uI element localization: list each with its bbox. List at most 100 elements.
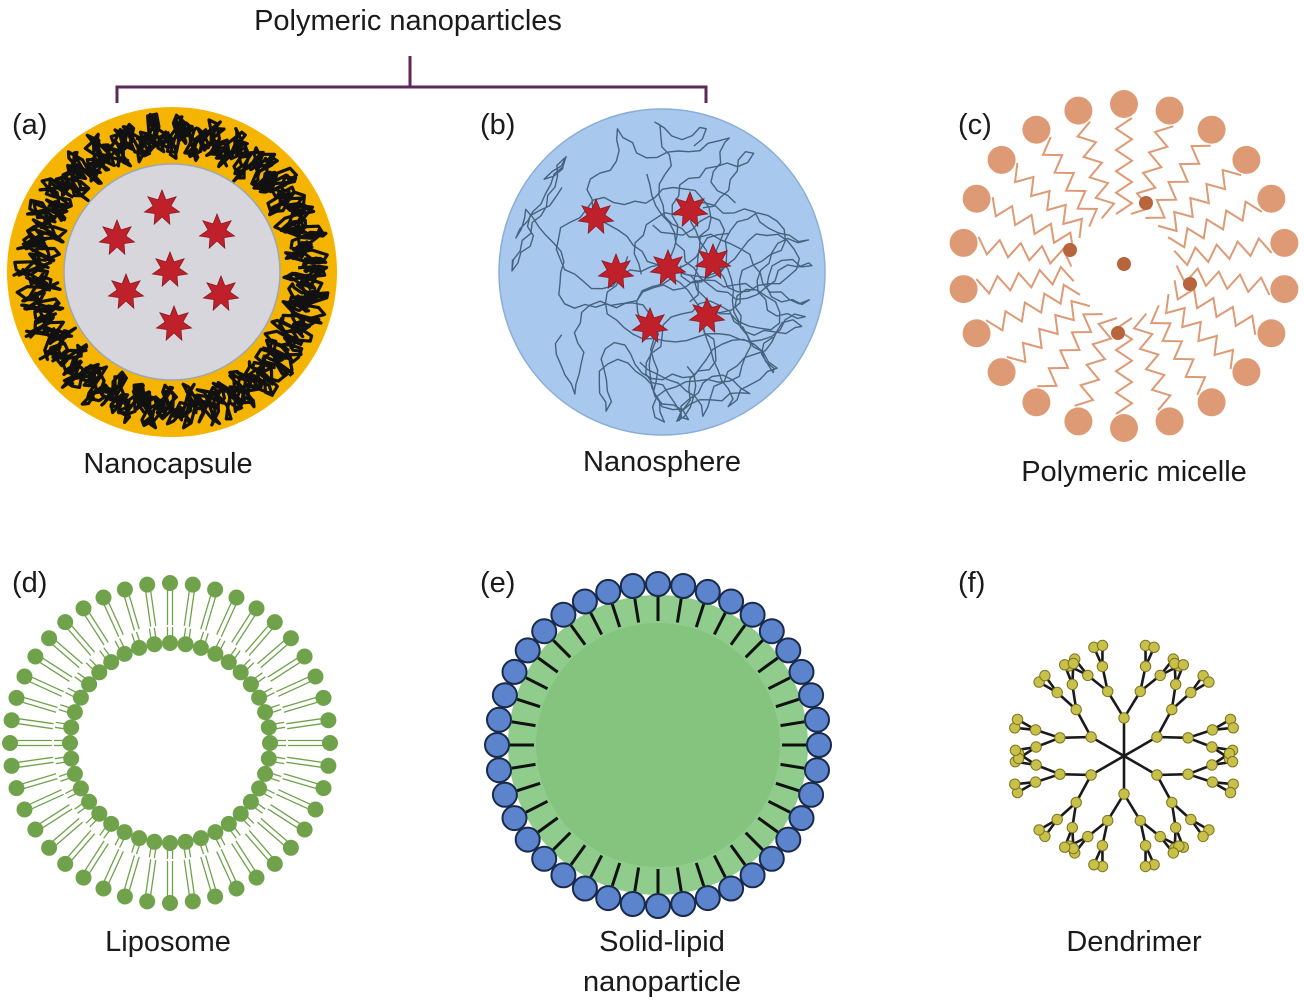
sln-surfactant-head — [670, 573, 697, 599]
lipid-head — [320, 712, 337, 729]
dendrimer-node — [1226, 756, 1239, 768]
sln-surfactant-tail — [675, 598, 683, 623]
panel-letter-c: (c) — [958, 109, 992, 141]
micelle-structure — [949, 90, 1299, 442]
sln-surfactant-head — [486, 757, 512, 784]
sln-surfactant-tail — [694, 862, 706, 887]
micelle-tail — [1175, 265, 1271, 296]
nanosphere-drugs — [577, 190, 732, 344]
panel-solid-lipid-nanoparticle: (e) Solid-lipid nanoparticle — [480, 567, 832, 998]
lipid-head — [75, 869, 92, 886]
sln-surfactant-tail — [537, 656, 559, 674]
sln-surfactant-tail — [552, 639, 572, 659]
dendrimer-node — [1206, 724, 1219, 736]
micelle-tail — [1173, 280, 1257, 335]
lipid-head — [27, 821, 44, 838]
lipid-head — [315, 689, 332, 706]
sln-surfactant-head — [804, 706, 830, 733]
sln-surfactant-tail — [780, 762, 805, 770]
drug-star-icon — [107, 272, 145, 310]
dendrimer-node — [1066, 678, 1079, 691]
dendrimer-node — [1051, 686, 1063, 699]
micelle-drug — [1117, 257, 1131, 271]
lipid-head — [248, 600, 265, 617]
sln-surfactant-tail — [729, 844, 747, 866]
lipid-head — [3, 712, 20, 729]
dendrimer-node — [1151, 731, 1163, 743]
dendrimer-node — [1066, 821, 1079, 834]
panel-caption-f: Dendrimer — [1066, 926, 1202, 958]
sln-surfactant-head — [486, 706, 512, 733]
sln-surfactant-tail — [569, 844, 587, 866]
dendrimer-bond — [1090, 754, 1125, 777]
dendrimer-node — [1177, 659, 1190, 671]
dendrimer-node — [1197, 830, 1209, 843]
dendrimer-structure — [1009, 639, 1239, 873]
sln-surfactant-tail — [712, 854, 727, 878]
sln-surfactant-head — [645, 571, 671, 597]
lipid-head — [184, 893, 201, 910]
dendrimer-node — [1134, 685, 1147, 698]
polymer-chain — [511, 155, 729, 309]
lipid-head — [72, 689, 89, 706]
panel-letter-f: (f) — [958, 567, 985, 599]
dendrimer-node — [1206, 759, 1218, 771]
lipid-head — [220, 654, 237, 671]
sln-surfactant-tail — [516, 781, 541, 793]
sln-surfactant-tail — [552, 831, 572, 851]
micelle-drug — [1111, 326, 1125, 340]
lipid-head — [57, 855, 74, 872]
micelle-drug — [1139, 196, 1153, 210]
dendrimer-node — [1203, 676, 1215, 688]
micelle-head — [949, 275, 978, 304]
dendrimer-node — [1154, 669, 1166, 682]
dendrimer-node — [1139, 860, 1152, 873]
drug-star-icon — [694, 242, 732, 280]
sln-surfactant-head — [531, 845, 558, 872]
sln-surfactant-tail — [744, 639, 764, 659]
lipid-head — [63, 719, 80, 736]
lipid-head — [260, 750, 277, 767]
sln-surfactant-tail — [589, 612, 604, 636]
lipid-head — [257, 704, 274, 721]
dendrimer-node — [1030, 759, 1042, 771]
panel-letter-b: (b) — [480, 109, 515, 141]
polymer-chain — [586, 128, 800, 293]
lipid-head — [75, 600, 92, 617]
micelle-tail — [1149, 305, 1207, 396]
lipid-head — [72, 780, 89, 797]
dendrimer-node — [1148, 641, 1160, 653]
micelle-tail — [991, 197, 1075, 252]
sln-surfactant-head — [491, 682, 518, 709]
lipid-head — [41, 630, 58, 647]
micelle-head — [1155, 407, 1184, 436]
drug-star-icon — [671, 190, 709, 228]
lipid-head — [116, 581, 133, 598]
micelle-head — [1270, 228, 1299, 257]
dendrimer-node — [1118, 788, 1130, 800]
dendrimer-node — [1182, 732, 1194, 744]
panel-caption-e-line1: Solid-lipid — [599, 926, 725, 958]
polymer-chain — [604, 202, 810, 343]
lipid-head — [2, 735, 18, 751]
lipid-head — [242, 676, 259, 693]
dendrimer-node — [1082, 669, 1094, 682]
micelle-head — [1270, 275, 1299, 304]
micelle-tail — [1013, 162, 1084, 239]
micelle-tail — [1114, 117, 1134, 215]
sln-surfactant-tail — [610, 862, 622, 887]
sln-surfactant-head — [739, 601, 766, 628]
sln-surfactant-head — [619, 573, 646, 599]
sln-surfactant-tail — [633, 867, 641, 892]
panel-caption-d: Liposome — [105, 926, 231, 958]
sln-surfactant-head — [571, 588, 598, 615]
micelle-head — [1232, 145, 1261, 174]
nanosphere-polymer-chains — [511, 121, 813, 423]
lipid-head — [81, 793, 98, 810]
lipid-head — [266, 614, 283, 631]
sln-surfactant-head — [619, 891, 646, 917]
lipid-head — [177, 833, 194, 850]
micelle-tail — [1074, 317, 1118, 407]
liposome-bilayer — [2, 575, 338, 911]
micelle-tail — [1173, 236, 1273, 267]
